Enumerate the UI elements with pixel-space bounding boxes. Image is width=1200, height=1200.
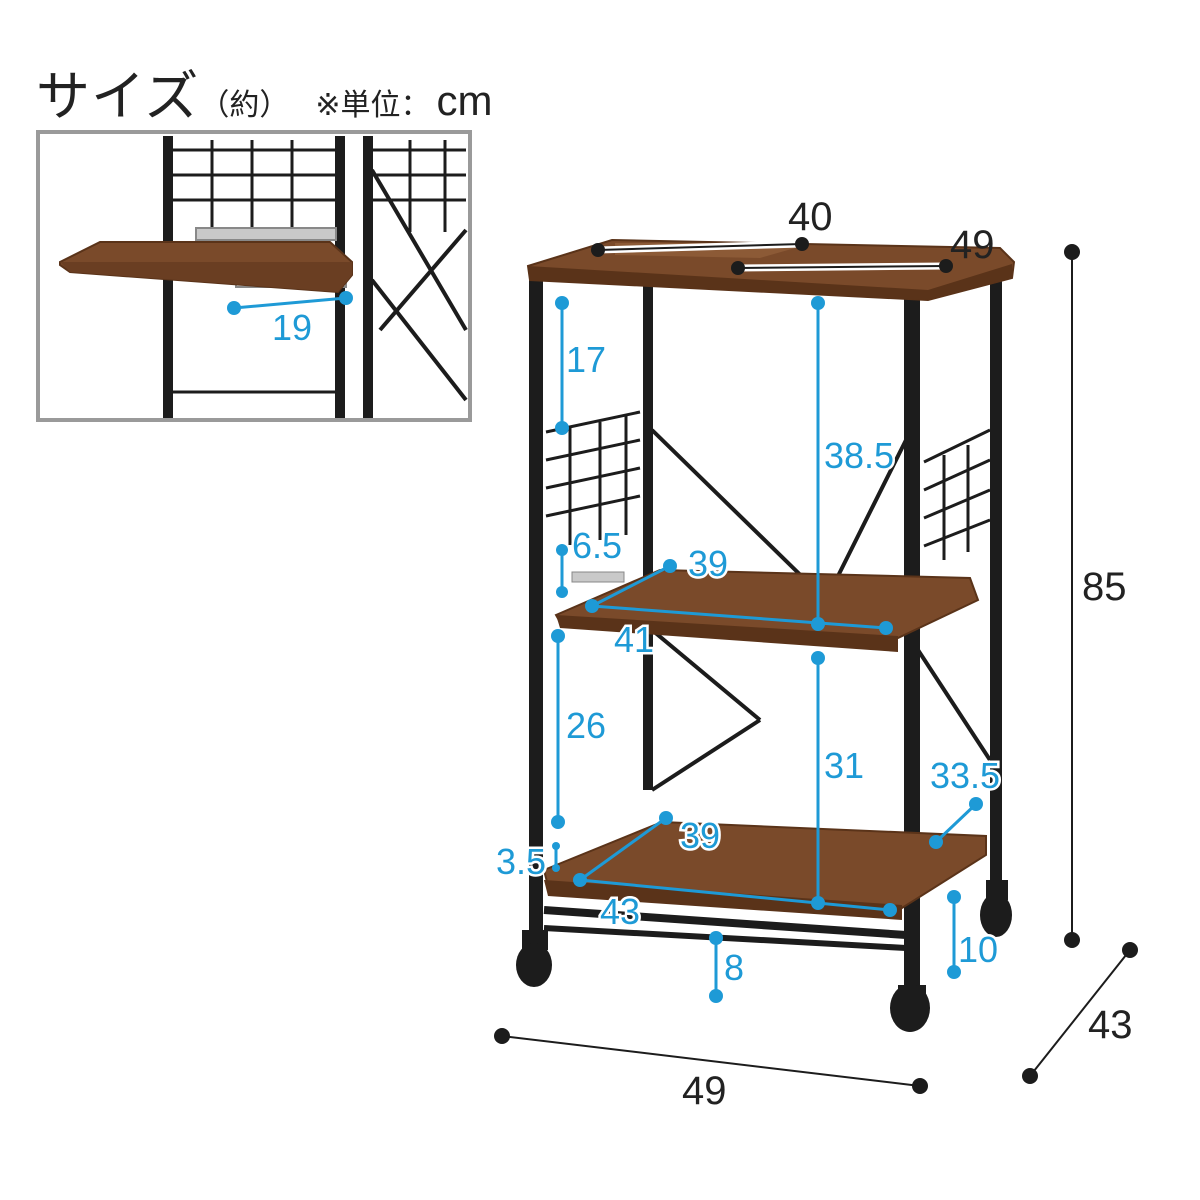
lower-shelf-width-label: 43	[600, 891, 640, 932]
blue-dimension-dots	[551, 296, 983, 1003]
slide-rail-gap-label: 6.5	[572, 525, 622, 566]
dim-dot	[1064, 932, 1080, 948]
inset-panel: 19	[36, 130, 472, 422]
title-approx: （約）	[199, 89, 290, 122]
upper-gap-left-label: 17	[566, 339, 606, 380]
title-main: サイズ	[36, 67, 200, 127]
top-dimension-lines	[597, 240, 947, 272]
lower-rail-gap-label: 3.5	[496, 841, 546, 882]
upper-clear-height-label: 38.5	[824, 435, 894, 476]
middle-shelf	[554, 568, 980, 652]
blue-dimension-lines	[554, 303, 978, 996]
dim-dot	[939, 259, 953, 273]
dim-dot	[731, 261, 745, 275]
lower-shelf-depth-label: 39	[680, 815, 720, 856]
dim-dot	[1064, 244, 1080, 260]
overall-depth-label: 43	[1088, 1003, 1133, 1047]
casters	[516, 880, 1012, 1032]
dim-dot	[227, 301, 241, 315]
lower-clear-height-label: 31	[824, 745, 864, 786]
size-title: サイズ（約） ※単位：cm	[36, 52, 493, 127]
top-depth-label: 49	[950, 223, 995, 267]
unit-value: cm	[436, 77, 493, 124]
dim-dot	[1022, 1068, 1038, 1084]
dim-dot	[912, 1078, 928, 1094]
overall-height-label: 85	[1082, 565, 1127, 609]
inset-frame	[163, 136, 468, 418]
inset-shelf-depth-label: 19	[272, 307, 312, 348]
dim-dot	[795, 237, 809, 251]
dim-dot	[1122, 942, 1138, 958]
overall-width-label: 49	[682, 1069, 727, 1113]
side-depth-label: 33.5	[930, 755, 1000, 796]
unit-note: ※単位：	[315, 89, 431, 122]
top-width-label: 40	[788, 195, 833, 239]
dim-dot	[494, 1028, 510, 1044]
middle-shelf-depth-label: 39	[688, 543, 728, 584]
middle-gap-left-label: 26	[566, 705, 606, 746]
dim-dot	[591, 243, 605, 257]
middle-shelf-width-label: 41	[614, 619, 654, 660]
dim-dot	[339, 291, 353, 305]
base-clearance-label: 8	[724, 947, 744, 988]
caster-clearance-label: 10	[958, 929, 998, 970]
